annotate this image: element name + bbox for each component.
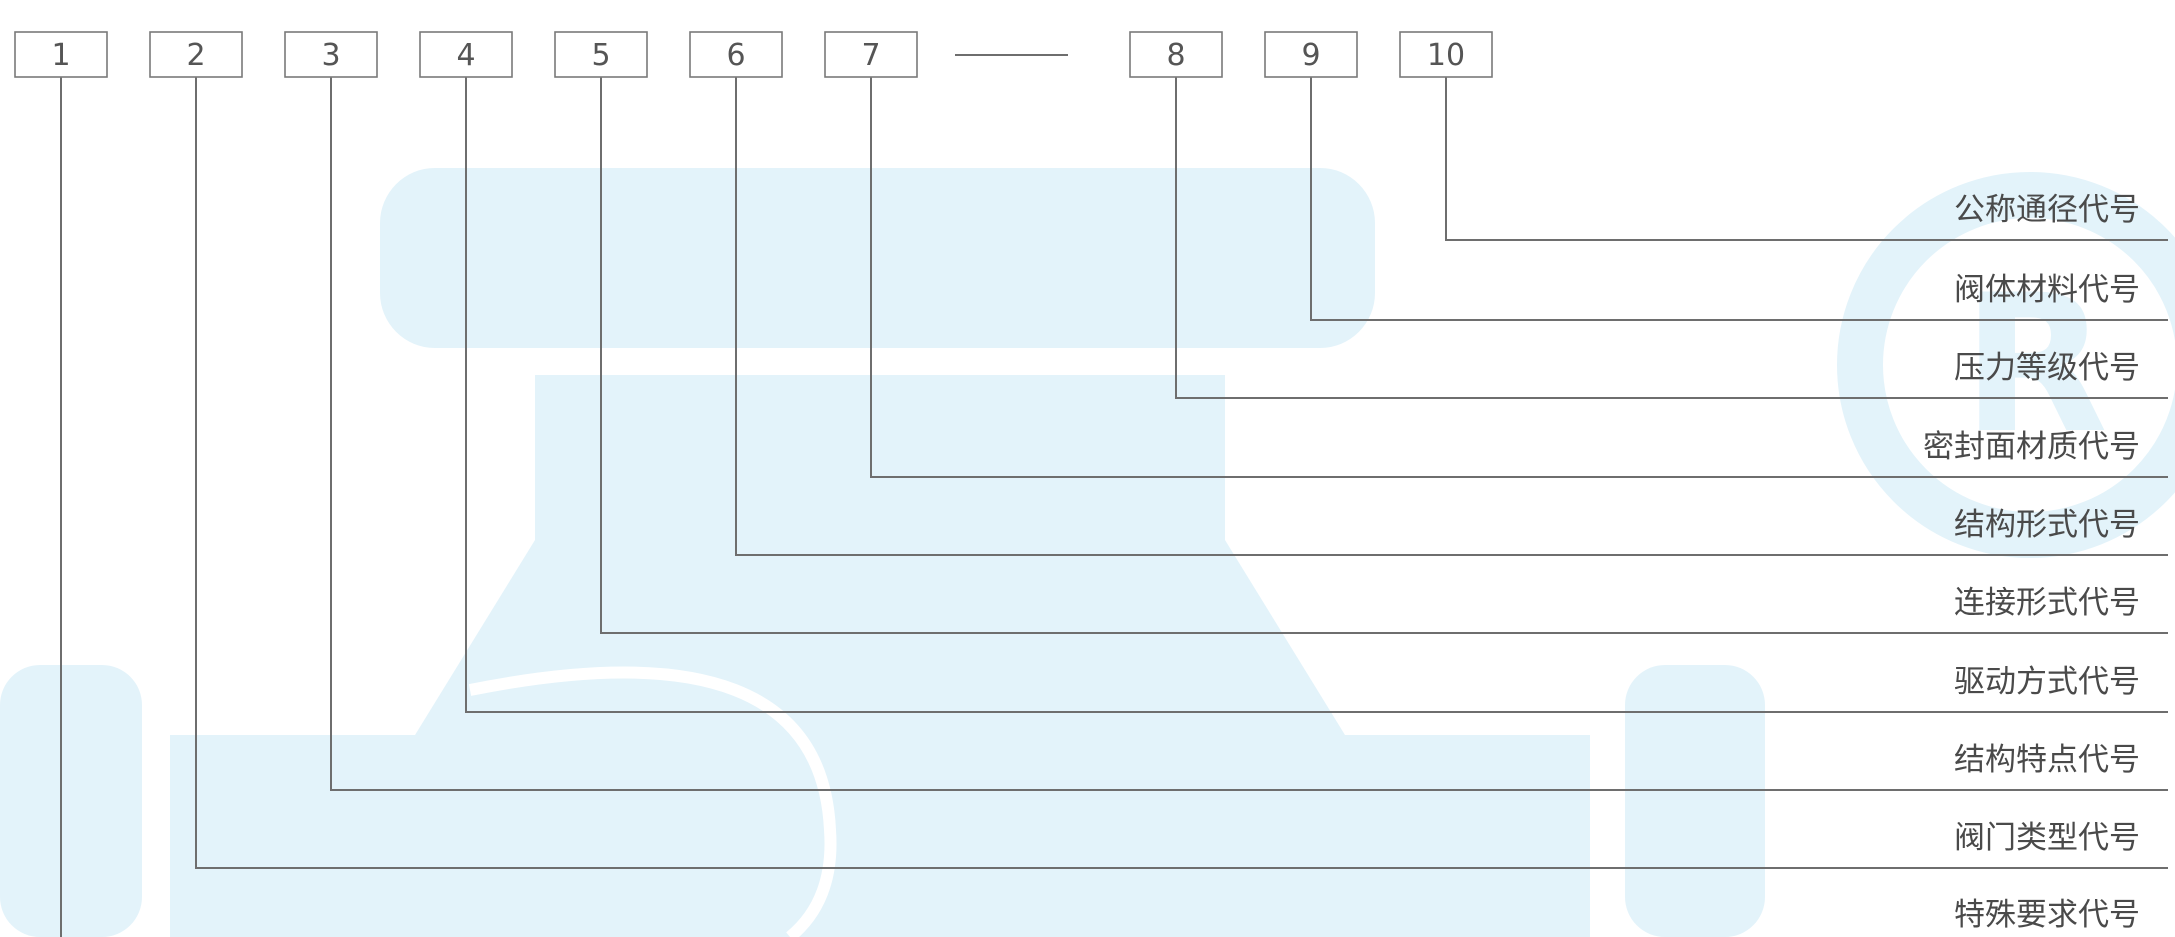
connector-line-2 [195,77,2168,869]
field-label-3: 结构特点代号 [1954,742,2140,778]
watermark-flare [415,540,1345,735]
code-box-frame [149,31,243,78]
code-box-frame [824,31,918,78]
connector-line-6 [735,77,2168,556]
watermark-bar-top [380,168,1375,348]
watermark-logo: R [0,168,2175,937]
code-box-10: 10 [1399,31,1493,78]
code-position-boxes: 1 2 3 4 5 6 7 8 9 10 [14,31,1493,78]
code-box-3: 3 [284,31,378,78]
field-label-5: 连接形式代号 [1954,585,2140,621]
watermark-left-pillar [0,665,142,937]
code-box-number: 1 [51,38,70,73]
code-box-7: 7 [824,31,918,78]
code-box-6: 6 [689,31,783,78]
watermark-registered-ring [1837,172,2175,558]
code-box-frame [554,31,648,78]
code-box-frame [1129,31,1223,78]
connector-line-4 [465,77,2168,713]
code-box-8: 8 [1129,31,1223,78]
code-box-4: 4 [419,31,513,78]
connector-line-8 [1175,77,2168,399]
code-box-frame [419,31,513,78]
connector-line-10 [1445,77,2168,241]
watermark-registered-glyph: R [1962,254,2108,475]
code-box-frame [284,31,378,78]
connector-line-3 [330,77,2168,791]
connector-line-9 [1310,77,2168,321]
code-box-number: 10 [1427,38,1465,73]
code-box-number: 5 [591,38,610,73]
field-label-6: 结构形式代号 [1954,507,2140,543]
code-box-9: 9 [1264,31,1358,78]
code-box-1: 1 [14,31,108,78]
code-box-number: 4 [456,38,475,73]
field-label-10: 公称通径代号 [1954,192,2140,228]
watermark-stem [535,375,1225,540]
code-box-frame [1399,31,1493,78]
field-label-9: 阀体材料代号 [1954,272,2140,308]
field-label-1: 特殊要求代号 [1954,897,2140,933]
code-box-number: 2 [186,38,205,73]
field-label-2: 阀门类型代号 [1954,820,2140,856]
connector-line-5 [600,77,2168,634]
code-box-number: 8 [1166,38,1185,73]
field-label-7: 密封面材质代号 [1923,429,2140,465]
connector-lines [60,77,2168,937]
code-box-number: 9 [1301,38,1320,73]
field-label-4: 驱动方式代号 [1954,664,2140,700]
watermark-right-pillar [1625,665,1765,937]
code-box-2: 2 [149,31,243,78]
field-label-8: 压力等级代号 [1954,350,2140,386]
code-box-5: 5 [554,31,648,78]
watermark-base [170,735,1590,937]
connector-line-7 [870,77,2168,478]
code-box-frame [14,31,108,78]
code-box-number: 3 [321,38,340,73]
code-box-number: 6 [726,38,745,73]
code-box-number: 7 [861,38,880,73]
code-box-frame [1264,31,1358,78]
watermark-swoosh [468,666,837,937]
code-box-frame [689,31,783,78]
